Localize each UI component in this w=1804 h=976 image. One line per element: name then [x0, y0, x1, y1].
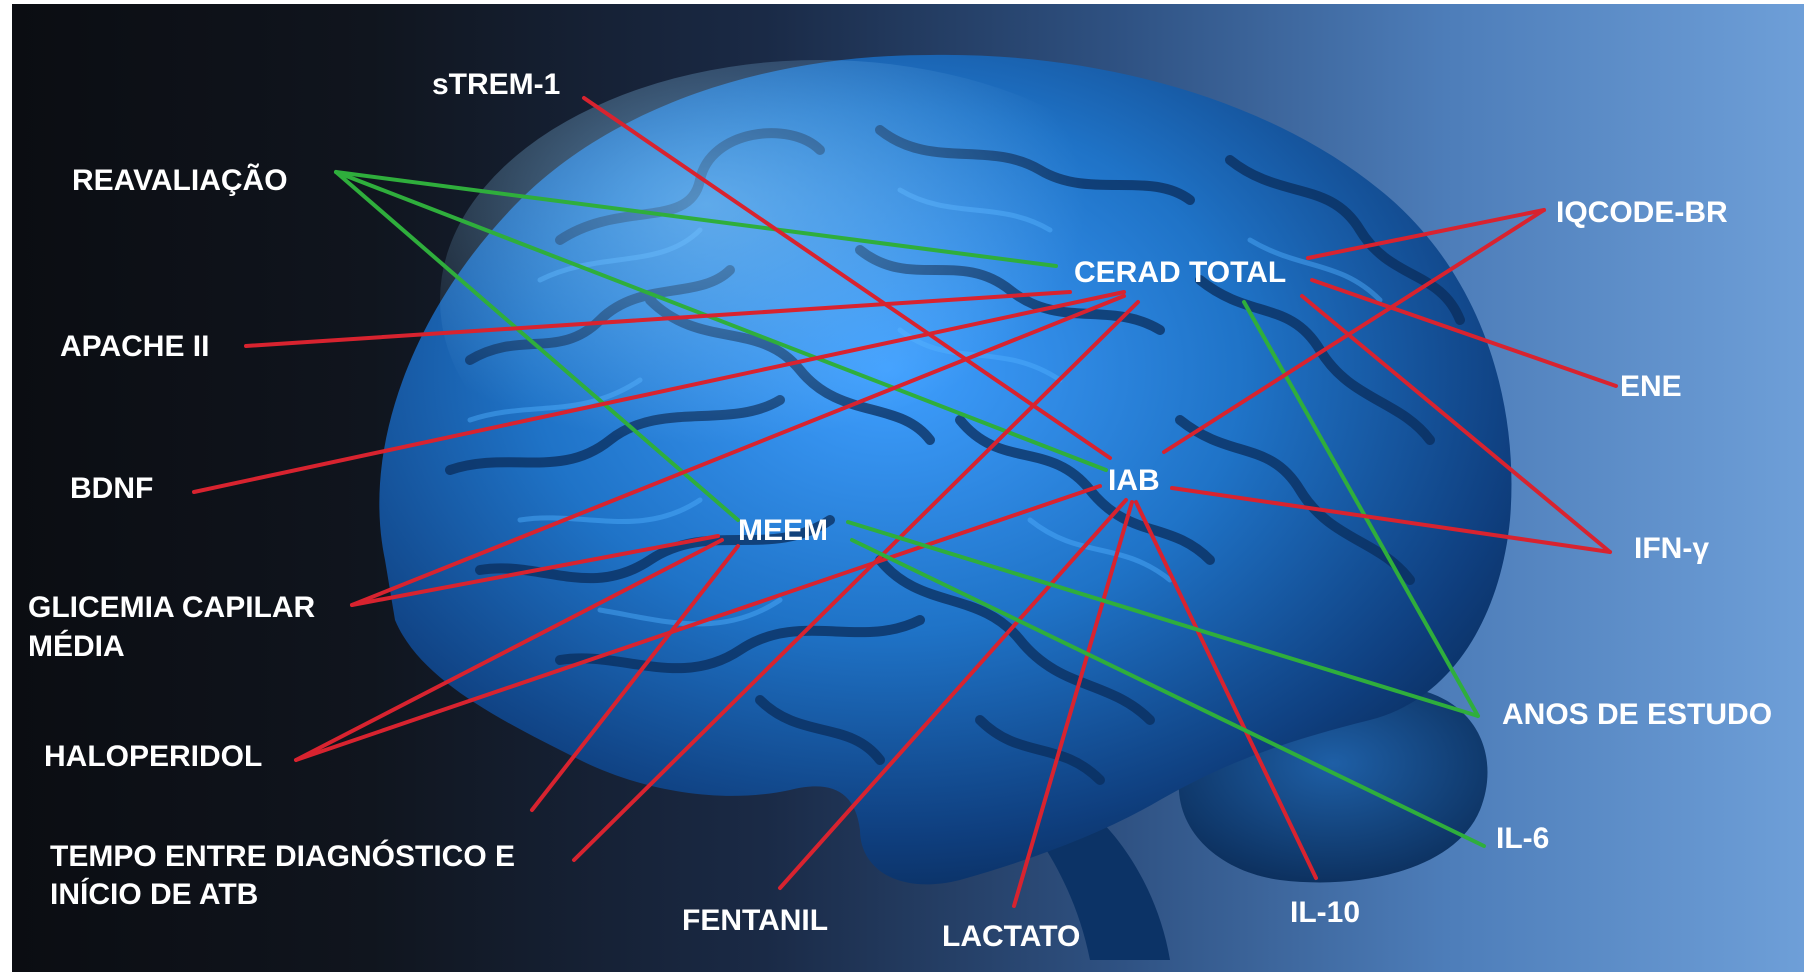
label-tempo-line2: INÍCIO DE ATB: [50, 877, 258, 911]
label-ene: ENE: [1620, 370, 1682, 403]
label-haloperidol: HALOPERIDOL: [44, 740, 262, 773]
label-iqcode: IQCODE-BR: [1556, 196, 1728, 229]
label-meem: MEEM: [738, 514, 828, 547]
label-glicemia-line1: GLICEMIA CAPILAR: [28, 591, 316, 624]
label-il10: IL-10: [1290, 896, 1360, 929]
brain-illustration: [379, 55, 1511, 960]
label-il6: IL-6: [1496, 822, 1549, 855]
label-tempo-line1: TEMPO ENTRE DIAGNÓSTICO E: [50, 839, 515, 873]
label-strem1: sTREM-1: [432, 68, 560, 101]
label-bdnf: BDNF: [70, 472, 153, 505]
label-apache: APACHE II: [60, 330, 209, 363]
label-reavaliacao: REAVALIAÇÃO: [72, 163, 288, 197]
label-glicemia-line2: MÉDIA: [28, 629, 125, 663]
label-iab: IAB: [1108, 464, 1160, 497]
label-lactato: LACTATO: [942, 920, 1080, 953]
label-cerad-total: CERAD TOTAL: [1074, 256, 1286, 289]
label-fentanil: FENTANIL: [682, 904, 828, 937]
predictor-labels-bottom: FENTANIL LACTATO IL-10: [682, 896, 1360, 953]
label-ifn-gamma: IFN-γ: [1634, 532, 1709, 565]
predictor-labels-right: IQCODE-BR ENE IFN-γ ANOS DE ESTUDO IL-6: [1496, 196, 1772, 855]
label-anos-de-estudo: ANOS DE ESTUDO: [1502, 698, 1772, 731]
